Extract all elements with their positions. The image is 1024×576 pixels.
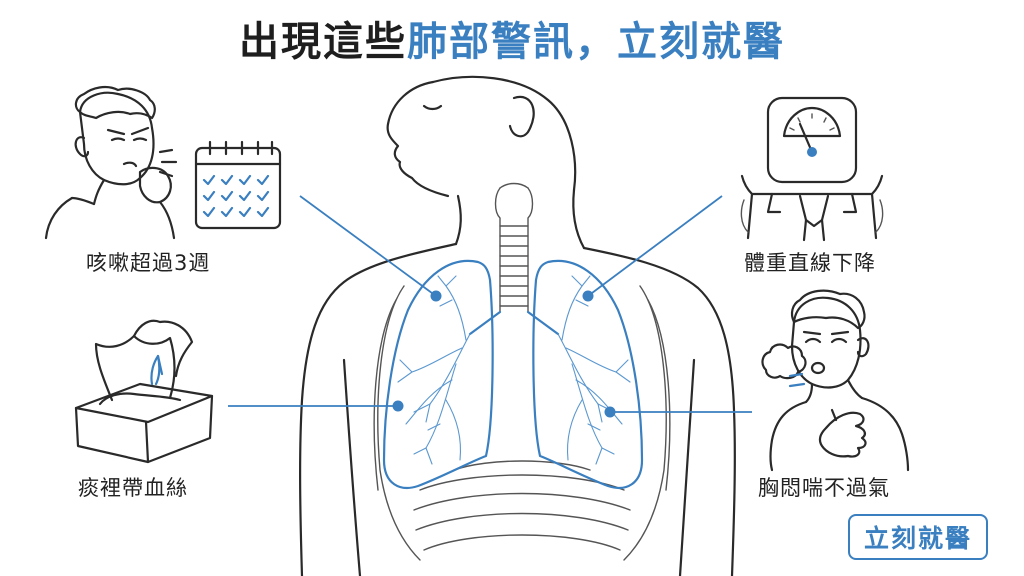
ear-icon (508, 95, 535, 138)
breathless-person-icon (761, 289, 910, 472)
marker-weight (582, 290, 594, 302)
marker-tissue (392, 400, 404, 412)
coughing-person-icon (44, 85, 178, 240)
neck-right (572, 188, 586, 250)
title-part-1: 出現這些 (239, 19, 407, 65)
rib-cage (373, 285, 671, 561)
title-part-2: 肺部警訊，立刻就醫 (407, 19, 785, 65)
right-shoulder-arm (582, 246, 736, 576)
label-breath: 胸悶喘不過氣 (758, 476, 890, 500)
leader-lines (228, 195, 752, 418)
torso-figure (299, 75, 736, 576)
head-outline (431, 75, 577, 192)
face-profile (386, 80, 450, 198)
label-cough: 咳嗽超過3週 (86, 251, 211, 275)
label-weight: 體重直線下降 (744, 251, 876, 275)
marker-cough (430, 290, 442, 302)
trachea (468, 182, 560, 336)
left-lung (382, 259, 494, 489)
closed-eye-icon (422, 104, 443, 111)
seek-care-badge: 立刻就醫 (848, 514, 988, 560)
left-body-side (342, 358, 362, 576)
leader-cough (299, 195, 437, 297)
page-title: 出現這些肺部警訊，立刻就醫 (0, 14, 1024, 70)
weight-scale-icon (740, 96, 884, 242)
right-body-side (678, 358, 696, 576)
marker-breath (604, 406, 616, 418)
leader-weight (587, 195, 723, 297)
neck-left (454, 194, 462, 246)
lungs (382, 259, 644, 489)
right-lung (532, 259, 644, 489)
calendar-icon (194, 140, 282, 230)
tissue-box-icon (74, 319, 214, 464)
label-tissue: 痰裡帶血絲 (78, 476, 188, 500)
